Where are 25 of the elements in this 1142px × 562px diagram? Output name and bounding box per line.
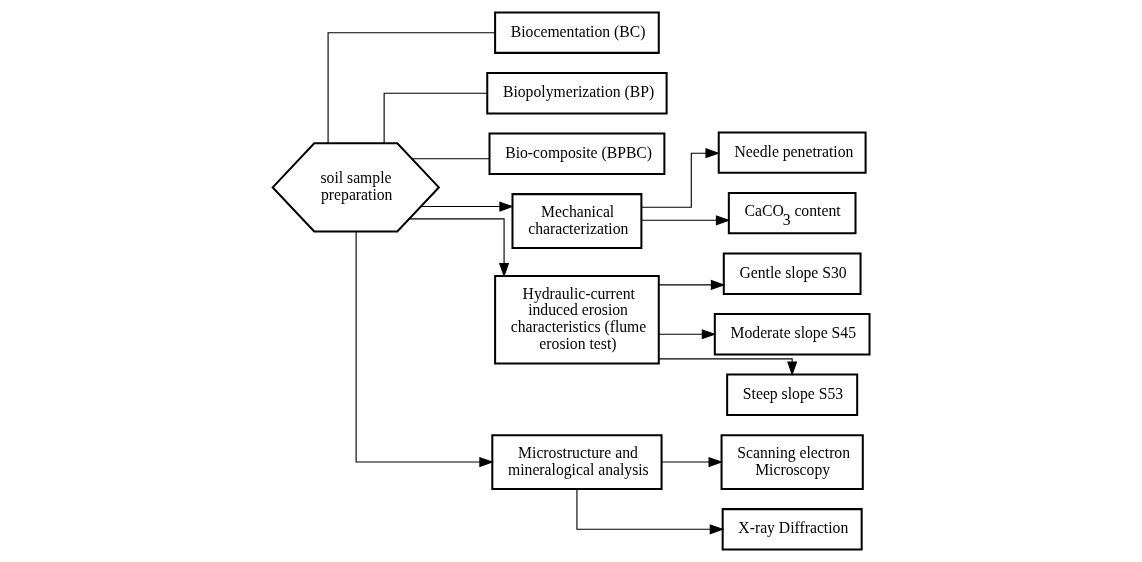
node-box: Biocementation (BC) [494, 11, 660, 54]
connector [327, 32, 496, 144]
arrow [658, 329, 717, 340]
arrow [640, 215, 731, 226]
arrow [420, 201, 514, 212]
connector [411, 158, 491, 160]
node-box: X-ray Diffraction [721, 508, 863, 551]
node-box: Steep slope S53 [726, 373, 859, 416]
node-box: Needle penetration [717, 131, 867, 174]
node-box: Scanning electron Microscopy [720, 434, 864, 490]
node-box: Bio-composite (BPBC) [488, 132, 666, 175]
arrow [640, 148, 720, 208]
arrow [661, 456, 724, 468]
node-box: Gentle slope S30 [722, 252, 862, 295]
arrow [658, 358, 798, 377]
node-box: Biopolymerization (BP) [486, 72, 668, 115]
node-box: Hydraulic-current induced erosion characteristics (flume erosion test) [494, 274, 660, 365]
arrow [658, 279, 726, 291]
node-box: Microstructure and mineralogical analysis [491, 434, 663, 490]
connector [383, 92, 488, 144]
node-box: Moderate slope S45 [713, 313, 871, 356]
arrow [576, 488, 725, 535]
arrow [408, 218, 510, 278]
node-box: Mechanical characterization [511, 193, 643, 249]
arrow [355, 230, 494, 468]
